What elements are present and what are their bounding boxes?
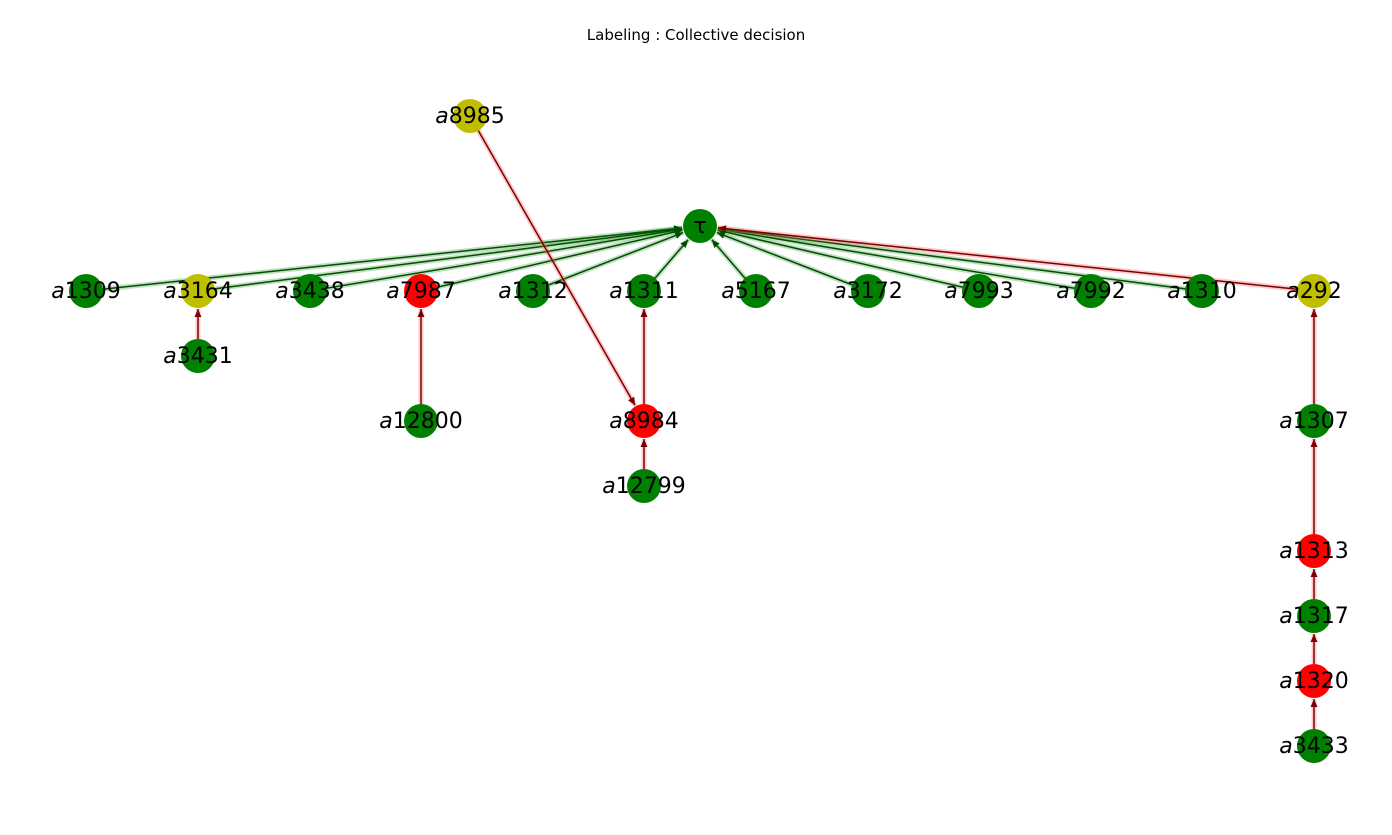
edge-a1312-tau bbox=[532, 230, 685, 294]
node-label: τ bbox=[693, 214, 706, 239]
node-circle bbox=[1185, 274, 1219, 308]
node-circle bbox=[1074, 274, 1108, 308]
arrowhead bbox=[717, 225, 727, 233]
edge-a1313-a1307 bbox=[1310, 439, 1318, 551]
arrowhead bbox=[194, 309, 202, 317]
node-a8985[interactable]: a8985 bbox=[435, 99, 505, 133]
node-label: a292 bbox=[1286, 279, 1341, 304]
arrowhead bbox=[674, 232, 684, 239]
arrowhead bbox=[640, 439, 648, 447]
node-a7987[interactable]: a7987 bbox=[386, 274, 456, 308]
node-a3172[interactable]: a3172 bbox=[833, 274, 903, 308]
node-a1311[interactable]: a1311 bbox=[609, 274, 679, 308]
node-circle bbox=[516, 274, 550, 308]
node-a3431[interactable]: a3431 bbox=[163, 339, 233, 373]
node-label: a8984 bbox=[609, 409, 678, 434]
node-circle bbox=[1297, 534, 1331, 568]
node-circle bbox=[739, 274, 773, 308]
arrowhead bbox=[1310, 439, 1318, 447]
arrowhead bbox=[1310, 309, 1318, 317]
node-circle bbox=[293, 274, 327, 308]
node-label: a3438 bbox=[275, 279, 344, 304]
node-label: a3164 bbox=[163, 279, 232, 304]
node-a1307[interactable]: a1307 bbox=[1279, 404, 1349, 438]
arrowhead bbox=[640, 309, 648, 317]
node-label: a12800 bbox=[379, 409, 462, 434]
arrowhead bbox=[680, 239, 689, 248]
node-circle bbox=[627, 469, 661, 503]
node-label: a1307 bbox=[1279, 409, 1348, 434]
node-a3164[interactable]: a3164 bbox=[163, 274, 233, 308]
node-circle bbox=[851, 274, 885, 308]
node-a3433[interactable]: a3433 bbox=[1279, 729, 1349, 763]
node-a3438[interactable]: a3438 bbox=[275, 274, 345, 308]
nodes-layer: a8985 τ a1309 a3164 a3438 a7987 a1312 a1311 a516… bbox=[51, 99, 1349, 763]
node-circle bbox=[627, 404, 661, 438]
node-circle bbox=[962, 274, 996, 308]
edge-a1307-a292 bbox=[1310, 309, 1318, 421]
node-a292[interactable]: a292 bbox=[1286, 274, 1342, 308]
node-a1312[interactable]: a1312 bbox=[498, 274, 568, 308]
node-a1313[interactable]: a1313 bbox=[1279, 534, 1349, 568]
node-a1317[interactable]: a1317 bbox=[1279, 599, 1349, 633]
node-circle bbox=[181, 274, 215, 308]
node-a7993[interactable]: a7993 bbox=[944, 274, 1014, 308]
node-circle bbox=[453, 99, 487, 133]
node-label: a1309 bbox=[51, 279, 120, 304]
node-label: a1310 bbox=[1167, 279, 1236, 304]
node-label: a8985 bbox=[435, 104, 504, 129]
arrowhead bbox=[1310, 569, 1318, 577]
node-circle bbox=[181, 339, 215, 373]
node-label: a1312 bbox=[498, 279, 567, 304]
node-a1320[interactable]: a1320 bbox=[1279, 664, 1349, 698]
node-tau[interactable]: τ bbox=[683, 209, 717, 243]
graph-title: Labeling : Collective decision bbox=[586, 26, 806, 44]
node-label: a12799 bbox=[602, 474, 685, 499]
arrowhead bbox=[628, 396, 636, 406]
node-circle bbox=[1297, 729, 1331, 763]
node-label: a7993 bbox=[944, 279, 1013, 304]
edge-a8985-a8984 bbox=[467, 114, 638, 407]
node-circle bbox=[404, 274, 438, 308]
edge-a12800-a7987 bbox=[417, 309, 425, 421]
arrowhead bbox=[711, 239, 720, 248]
arrowhead bbox=[1310, 634, 1318, 642]
node-label: a5167 bbox=[721, 279, 790, 304]
node-circle bbox=[1297, 664, 1331, 698]
arrowhead bbox=[1310, 699, 1318, 707]
node-label: a1320 bbox=[1279, 669, 1348, 694]
node-label: a3172 bbox=[833, 279, 902, 304]
node-label: a7992 bbox=[1056, 279, 1125, 304]
node-label: a7987 bbox=[386, 279, 455, 304]
node-circle bbox=[627, 274, 661, 308]
node-a5167[interactable]: a5167 bbox=[721, 274, 791, 308]
node-a8984[interactable]: a8984 bbox=[609, 404, 679, 438]
node-label: a1313 bbox=[1279, 539, 1348, 564]
edge-a7993-tau bbox=[716, 227, 980, 294]
node-a7992[interactable]: a7992 bbox=[1056, 274, 1126, 308]
node-a12800[interactable]: a12800 bbox=[379, 404, 463, 438]
node-a1309[interactable]: a1309 bbox=[51, 274, 121, 308]
node-circle bbox=[683, 209, 717, 243]
node-a1310[interactable]: a1310 bbox=[1167, 274, 1237, 308]
arrowhead bbox=[417, 309, 425, 317]
node-circle bbox=[1297, 404, 1331, 438]
node-a12799[interactable]: a12799 bbox=[602, 469, 686, 503]
node-label: a1317 bbox=[1279, 604, 1348, 629]
edge-a8984-a1311 bbox=[640, 309, 648, 421]
node-circle bbox=[1297, 599, 1331, 633]
node-label: a1311 bbox=[609, 279, 678, 304]
node-circle bbox=[404, 404, 438, 438]
node-circle bbox=[1297, 274, 1331, 308]
node-circle bbox=[69, 274, 103, 308]
node-label: a3431 bbox=[163, 344, 232, 369]
node-label: a3433 bbox=[1279, 734, 1348, 759]
